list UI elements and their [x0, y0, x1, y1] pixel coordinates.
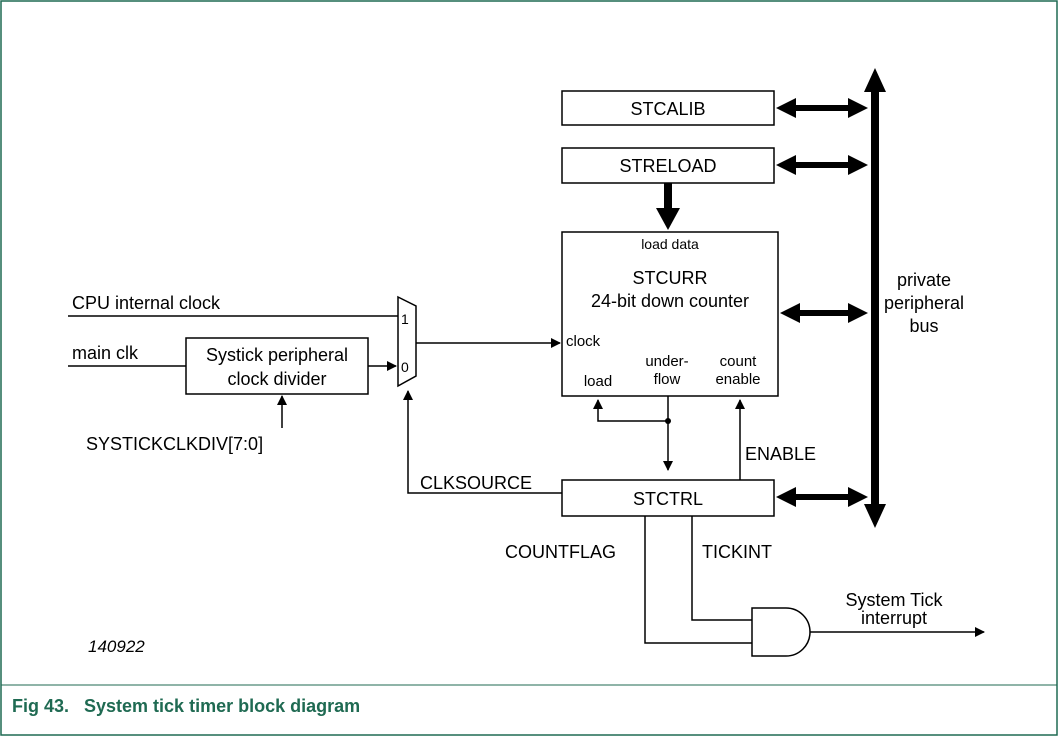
stcalib-label: STCALIB [630, 99, 705, 119]
bus-arrow-streload [776, 155, 868, 175]
stcurr-load-data-label: load data [641, 236, 699, 252]
clock-mux [397, 295, 417, 388]
stctrl-label: STCTRL [633, 489, 703, 509]
bus-arrow-stctrl [776, 487, 868, 507]
cpu-clock-label: CPU internal clock [72, 293, 221, 313]
bus-label-line1: private [897, 270, 951, 290]
tickint-wire [691, 516, 752, 621]
streload-label: STRELOAD [619, 156, 716, 176]
mux-input-1-label: 1 [401, 311, 409, 327]
stcalib-block [561, 90, 775, 126]
bus-label-line3: bus [909, 316, 938, 336]
stcurr-subtitle: 24-bit down counter [591, 291, 749, 311]
peripheral-bus [864, 68, 886, 528]
countflag-wire [644, 516, 752, 644]
underflow-wire [593, 396, 673, 471]
stcurr-underflow-label-2: flow [654, 371, 681, 388]
clksource-label: CLKSOURCE [420, 473, 532, 493]
tickint-label: TICKINT [702, 542, 772, 562]
figure-id: 140922 [88, 637, 145, 656]
enable-label: ENABLE [745, 444, 816, 464]
streload-block [561, 147, 775, 184]
clksource-wire [403, 390, 562, 494]
and-gate [751, 607, 811, 657]
reload-arrow [656, 183, 680, 230]
stcurr-block [561, 231, 779, 397]
bus-label-line2: peripheral [884, 293, 964, 313]
divider-label-line1: Systick peripheral [206, 345, 348, 365]
output-label-line1: System Tick [845, 590, 943, 610]
bus-arrow-stcurr [780, 303, 868, 323]
stctrl-block [561, 479, 775, 517]
figure-caption: Fig 43. System tick timer block diagram [12, 696, 361, 716]
mux-input-0-label: 0 [401, 359, 409, 375]
stcurr-underflow-label-1: under- [645, 353, 688, 370]
stcurr-count-label-1: count [720, 353, 758, 370]
stcurr-count-label-2: enable [715, 371, 760, 388]
countflag-label: COUNTFLAG [505, 542, 616, 562]
stcurr-clock-label: clock [566, 333, 601, 350]
stcurr-load-label: load [584, 373, 612, 390]
divider-label-line2: clock divider [227, 369, 326, 389]
output-label-line2: interrupt [861, 608, 927, 628]
main-clk-label: main clk [72, 343, 139, 363]
stcurr-title: STCURR [633, 268, 708, 288]
clkdiv-label: SYSTICKCLKDIV[7:0] [86, 434, 263, 454]
bus-arrow-stcalib [776, 98, 868, 118]
